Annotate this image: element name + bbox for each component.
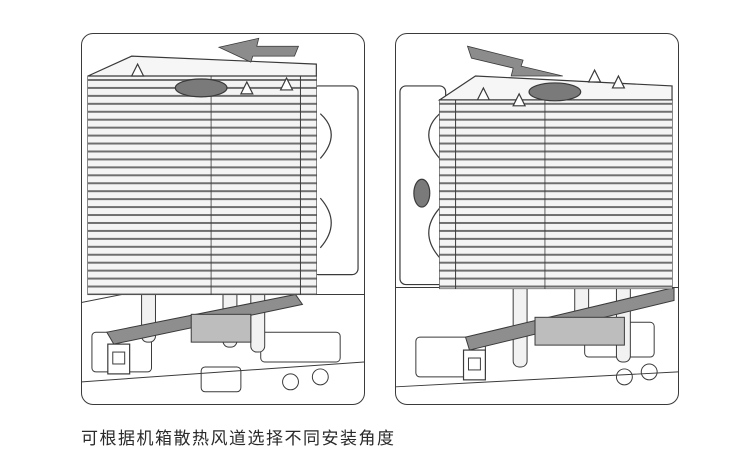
mounting-bracket [462,286,675,381]
cooler-illustration-left [82,37,364,393]
airflow-arrow-right-icon [466,45,563,77]
fan-right [311,85,359,276]
cooler-illustration-right [396,45,678,388]
caption: 可根据机箱散热风道选择不同安装角度 [81,429,396,449]
fan-left [399,85,447,286]
top-plate [437,68,673,107]
mounting-bracket [106,293,304,375]
fin-stack [439,99,673,290]
install-view-left [81,33,365,405]
top-plate [87,55,317,98]
install-view-right [395,33,679,405]
fin-stack [87,75,317,296]
airflow-arrow-left-icon [217,37,300,63]
